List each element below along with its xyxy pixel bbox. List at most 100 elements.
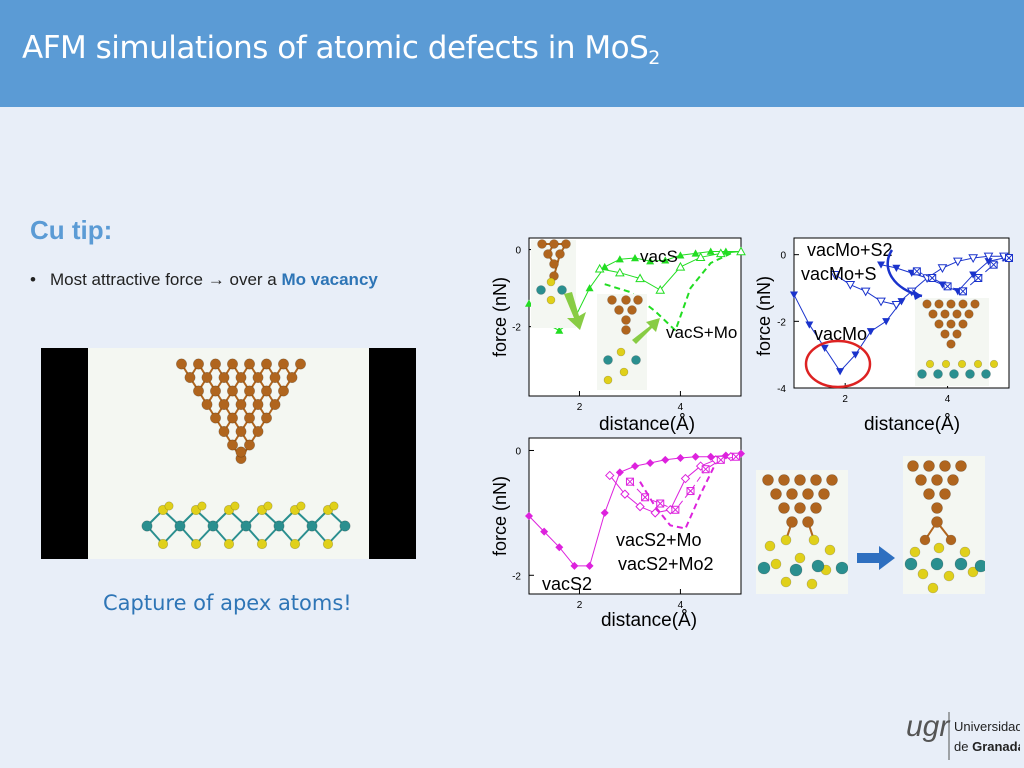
bullet-highlight: Mo vacancy: [281, 270, 378, 289]
molybdenum-atom: [240, 520, 252, 532]
copper-atom: [261, 358, 273, 370]
capture-before-image: [756, 470, 848, 594]
molybdenum-atom: [954, 557, 968, 571]
data-point: [943, 282, 952, 291]
copper-atom: [940, 329, 950, 339]
data-point: [851, 351, 860, 359]
marker-cross: [959, 287, 967, 296]
sulfur-atom: [223, 538, 235, 550]
copper-atom: [210, 385, 222, 397]
data-point: [615, 468, 624, 477]
copper-atom: [818, 488, 830, 500]
copper-atom: [184, 371, 196, 383]
sulfur-atom: [289, 538, 301, 550]
copper-atom: [770, 488, 782, 500]
copper-atom: [931, 474, 943, 486]
copper-atom: [278, 358, 290, 370]
copper-atom: [201, 371, 213, 383]
series-line: [604, 252, 732, 333]
y-tick-label: -2: [777, 317, 786, 328]
data-point: [952, 257, 963, 267]
copper-atom: [810, 474, 822, 486]
data-point: [585, 561, 594, 570]
inset-structure: [915, 298, 999, 386]
arrow-right-icon: →: [207, 270, 225, 289]
sulfur-atom: [322, 538, 334, 550]
copper-atom: [244, 412, 256, 424]
data-point: [736, 246, 746, 256]
data-point: [656, 499, 665, 508]
data-point: [676, 453, 685, 462]
y-tick-label: -2: [512, 323, 521, 334]
data-point: [830, 270, 840, 280]
university-logo: ugr Universidad de Granada: [904, 700, 1024, 762]
sulfur-atom: [546, 277, 556, 287]
data-point: [671, 505, 680, 514]
y-axis-label: force (nN): [490, 476, 510, 556]
molybdenum-atom: [631, 355, 641, 365]
copper-atom: [621, 315, 631, 325]
copper-atom: [555, 249, 565, 259]
data-point: [969, 271, 978, 279]
data-point: [594, 263, 605, 273]
data-point: [655, 284, 666, 294]
bullet-item: •Most attractive force → over a Mo vacan…: [30, 270, 378, 290]
sulfur-atom: [808, 534, 820, 546]
logo-line1: Universidad: [954, 719, 1020, 734]
copper-atom: [964, 309, 974, 319]
figure-caption: Capture of apex atoms!: [103, 591, 352, 615]
data-point: [615, 267, 625, 277]
copper-atom: [919, 534, 931, 546]
copper-atom: [955, 460, 967, 472]
inset-structure: [531, 239, 660, 390]
marker-cross: [686, 487, 695, 495]
mos2-slab: [141, 501, 351, 550]
sulfur-atom: [806, 578, 818, 590]
logo-line2-prefix: de: [954, 739, 968, 754]
molybdenum-atom: [917, 369, 927, 379]
data-point: [641, 493, 650, 502]
data-point: [525, 512, 533, 520]
copper-atom: [923, 460, 935, 472]
right-black-bar: [369, 348, 416, 559]
data-point: [676, 251, 685, 259]
copper-atom: [201, 398, 213, 410]
molybdenum-atom: [835, 561, 848, 575]
molybdenum-atom: [757, 561, 771, 575]
copper-atom: [252, 398, 264, 410]
copper-atom: [946, 319, 956, 329]
y-tick-label: -2: [512, 571, 521, 582]
data-point: [984, 258, 993, 266]
data-point: [585, 284, 594, 292]
data-point: [540, 527, 549, 536]
sulfur-atom: [197, 501, 207, 511]
marker-cross: [974, 274, 983, 282]
sulfur-atom: [973, 359, 983, 369]
marker-cross: [928, 274, 937, 282]
copper-atom: [543, 249, 553, 259]
copper-atom: [193, 358, 205, 370]
data-point: [635, 501, 645, 512]
x-axis-label: distance(Å): [601, 610, 697, 631]
data-point: [701, 465, 710, 474]
copper-atom: [227, 439, 239, 451]
data-point: [661, 455, 670, 464]
series-label-vacs2-mo2: vacS2+Mo2: [618, 554, 714, 574]
green-arrow: [564, 292, 586, 330]
x-tick-label: 2: [577, 402, 583, 413]
marker-cross: [989, 260, 998, 269]
bullet-dot: •: [30, 270, 36, 289]
sulfur-atom: [933, 542, 945, 554]
data-point: [600, 508, 609, 517]
copper-atom: [286, 371, 298, 383]
molybdenum-atom: [306, 520, 318, 532]
sulfur-atom: [230, 501, 240, 511]
series-label-vacs-mo: vacS+Mo: [666, 323, 737, 342]
series-group: [525, 449, 745, 570]
copper-atom: [945, 534, 957, 546]
data-point: [716, 455, 725, 464]
sulfur-atom: [256, 538, 268, 550]
sulfur-atom: [917, 568, 929, 580]
copper-atom: [762, 474, 774, 486]
